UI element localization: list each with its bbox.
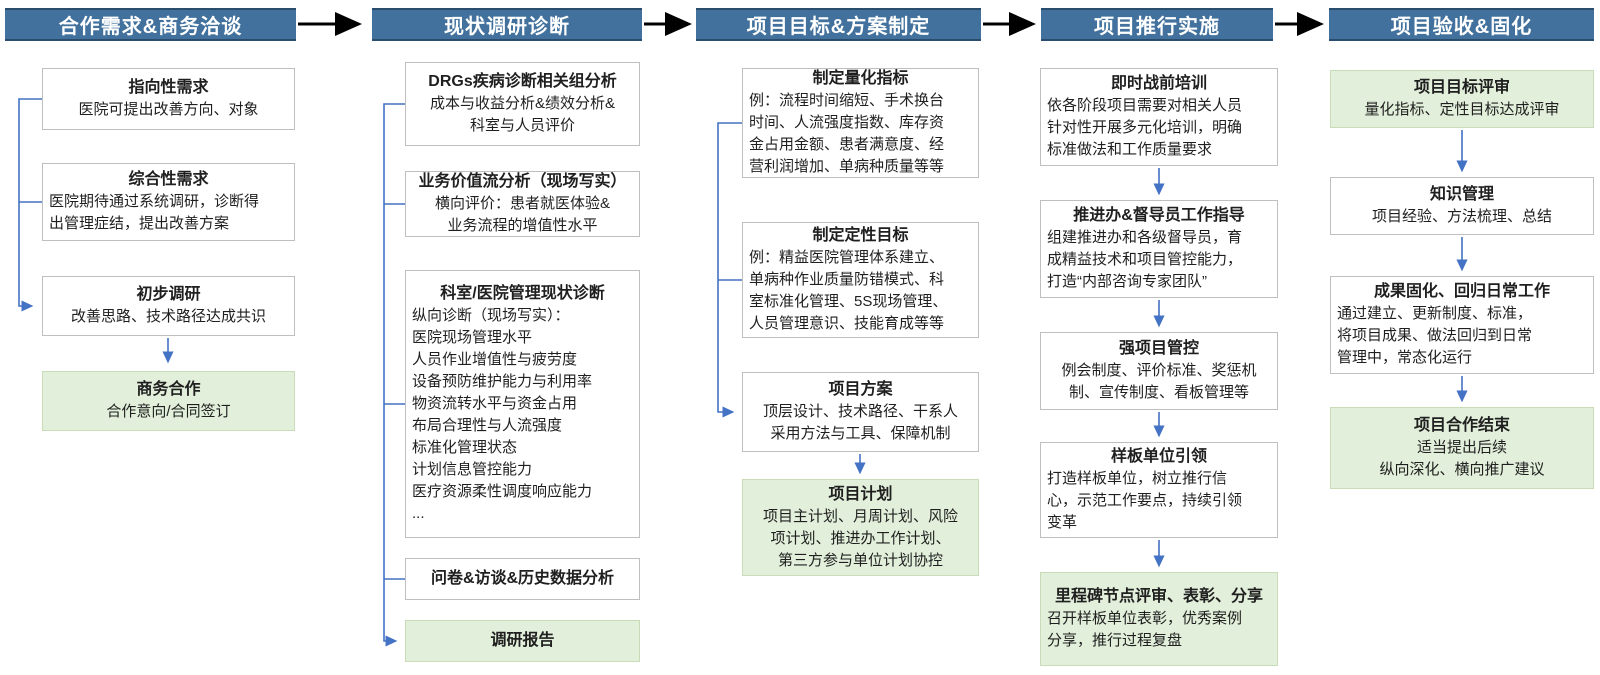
phase-header-goals-and-scheme: 项目目标&方案制定 bbox=[696, 8, 981, 41]
box-body: 合作意向/合同签订 bbox=[106, 403, 231, 420]
box-body: 医院期待通过系统调研，诊断得 出管理症结，提出改善方案 bbox=[49, 193, 260, 232]
box-title: 科室/医院管理现状诊断 bbox=[440, 285, 605, 302]
box-body: 例会制度、评价标准、奖惩机 制、宣传制度、看板管理等 bbox=[1061, 362, 1257, 401]
box-body: 医院可提出改善方向、对象 bbox=[78, 101, 259, 118]
box-title: 知识管理 bbox=[1429, 186, 1494, 203]
box-pre-battle-training: 即时战前培训 依各阶段项目需要对相关人员 针对性开展多元化培训，明确 标准做法和… bbox=[1040, 68, 1278, 166]
box-title: 成果固化、回归日常工作 bbox=[1373, 283, 1550, 300]
phase-header-implementation: 项目推行实施 bbox=[1041, 8, 1273, 41]
box-title: 初步调研 bbox=[136, 286, 201, 303]
box-body: 召开样板单位表彰，优秀案例 分享，推行过程复盘 bbox=[1047, 610, 1243, 649]
box-project-schedule: 项目计划 项目主计划、月周计划、风险 项计划、推进办工作计划、 第三方参与单位计… bbox=[742, 479, 979, 576]
box-milestone-review: 里程碑节点评审、表彰、分享 召开样板单位表彰，优秀案例 分享，推行过程复盘 bbox=[1040, 572, 1278, 666]
box-body: 成本与收益分析&绩效分析& 科室与人员评价 bbox=[429, 95, 615, 134]
box-title: 项目目标评审 bbox=[1413, 79, 1510, 96]
box-title: 即时战前培训 bbox=[1110, 75, 1207, 92]
box-project-cooperation-end: 项目合作结束 适当提出后续 纵向深化、横向推广建议 bbox=[1330, 407, 1594, 489]
box-body: 顶层设计、技术路径、干系人 采用方法与工具、保障机制 bbox=[762, 403, 958, 442]
box-comprehensive-needs: 综合性需求 医院期待通过系统调研，诊断得 出管理症结，提出改善方案 bbox=[42, 163, 295, 241]
box-directional-needs: 指向性需求 医院可提出改善方向、对象 bbox=[42, 68, 295, 130]
box-body: 横向评价：患者就医体验& 业务流程的增值性水平 bbox=[434, 195, 610, 234]
box-project-scheme: 项目方案 顶层设计、技术路径、干系人 采用方法与工具、保障机制 bbox=[742, 372, 979, 452]
box-title: 项目合作结束 bbox=[1413, 417, 1510, 434]
col2-bracket bbox=[383, 103, 405, 647]
box-title: DRGs疾病诊断相关组分析 bbox=[428, 73, 617, 90]
box-title: 项目方案 bbox=[828, 381, 893, 398]
box-body: 纵向诊断（现场写实）： 医院现场管理水平 人员作业增值性与疲劳度 设备预防维护能… bbox=[412, 307, 593, 522]
box-survey-interview-history-data: 问卷&访谈&历史数据分析 bbox=[405, 558, 640, 600]
box-knowledge-management: 知识管理 项目经验、方法梳理、总结 bbox=[1330, 177, 1594, 235]
box-title: 推进办&督导员工作指导 bbox=[1073, 207, 1245, 224]
box-title: 指向性需求 bbox=[128, 79, 209, 96]
box-title: 样板单位引领 bbox=[1110, 448, 1207, 465]
box-body: 量化指标、定性目标达成评审 bbox=[1364, 101, 1560, 118]
box-title: 综合性需求 bbox=[128, 171, 209, 188]
box-drgs-analysis: DRGs疾病诊断相关组分析 成本与收益分析&绩效分析& 科室与人员评价 bbox=[405, 62, 640, 146]
box-body: 项目经验、方法梳理、总结 bbox=[1371, 208, 1552, 225]
box-result-consolidation: 成果固化、回归日常工作 通过建立、更新制度、标准， 将项目成果、做法回归到日常 … bbox=[1330, 276, 1594, 374]
box-promotion-office-guidance: 推进办&督导员工作指导 组建推进办和各级督导员，育 成精益技术和项目管控能力， … bbox=[1040, 200, 1278, 298]
box-body: 例：精益医院管理体系建立、 单病种作业质量防错模式、科 室标准化管理、5S现场管… bbox=[749, 249, 948, 332]
col1-bracket bbox=[18, 98, 42, 312]
box-title: 业务价值流分析（现场写实） bbox=[418, 173, 627, 190]
box-research-report: 调研报告 bbox=[405, 620, 640, 662]
box-management-status-diagnosis: 科室/医院管理现状诊断 纵向诊断（现场写实）： 医院现场管理水平 人员作业增值性… bbox=[405, 270, 640, 538]
box-qualitative-targets: 制定定性目标 例：精益医院管理体系建立、 单病种作业质量防错模式、科 室标准化管… bbox=[742, 222, 979, 338]
box-project-target-review: 项目目标评审 量化指标、定性目标达成评审 bbox=[1330, 70, 1594, 128]
box-body: 依各阶段项目需要对相关人员 针对性开展多元化培训，明确 标准做法和工作质量要求 bbox=[1047, 97, 1243, 158]
box-value-stream-analysis: 业务价值流分析（现场写实） 横向评价：患者就医体验& 业务流程的增值性水平 bbox=[405, 171, 640, 237]
box-title: 制定定性目标 bbox=[812, 227, 909, 244]
box-business-cooperation: 商务合作 合作意向/合同签订 bbox=[42, 371, 295, 431]
box-model-unit-leading: 样板单位引领 打造样板单位，树立推行信 心，示范工作要点，持续引领 变革 bbox=[1040, 442, 1278, 538]
box-title: 制定量化指标 bbox=[812, 70, 909, 87]
box-title: 强项目管控 bbox=[1118, 340, 1199, 357]
box-title: 商务合作 bbox=[136, 381, 201, 398]
phase-header-acceptance-consolidation: 项目验收&固化 bbox=[1329, 8, 1594, 41]
box-body: 项目主计划、月周计划、风险 项计划、推进办工作计划、 第三方参与单位计划协控 bbox=[762, 507, 958, 569]
box-title: 调研报告 bbox=[490, 632, 555, 649]
box-body: 组建推进办和各级督导员，育 成精益技术和项目管控能力， 打造“内部咨询专家团队” bbox=[1047, 229, 1243, 290]
box-body: 例：流程时间缩短、手术换台 时间、人流强度指数、库存资 金占用金额、患者满意度、… bbox=[749, 92, 945, 175]
phase-header-current-state-research: 现状调研诊断 bbox=[372, 8, 642, 41]
box-body: 适当提出后续 纵向深化、横向推广建议 bbox=[1379, 439, 1545, 478]
box-title: 问卷&访谈&历史数据分析 bbox=[430, 570, 615, 587]
box-quantitative-targets: 制定量化指标 例：流程时间缩短、手术换台 时间、人流强度指数、库存资 金占用金额… bbox=[742, 68, 979, 178]
box-title: 里程碑节点评审、表彰、分享 bbox=[1054, 588, 1263, 605]
box-title: 项目计划 bbox=[828, 485, 893, 503]
box-body: 通过建立、更新制度、标准， 将项目成果、做法回归到日常 管理中，常态化运行 bbox=[1337, 305, 1533, 366]
box-preliminary-research: 初步调研 改善思路、技术路径达成共识 bbox=[42, 276, 295, 336]
box-strong-project-control: 强项目管控 例会制度、评价标准、奖惩机 制、宣传制度、看板管理等 bbox=[1040, 332, 1278, 410]
box-body: 打造样板单位，树立推行信 心，示范工作要点，持续引领 变革 bbox=[1047, 470, 1243, 531]
box-body: 改善思路、技术路径达成共识 bbox=[70, 308, 266, 325]
phase-header-cooperation-needs: 合作需求&商务洽谈 bbox=[5, 8, 296, 41]
col3-bracket bbox=[717, 122, 742, 418]
